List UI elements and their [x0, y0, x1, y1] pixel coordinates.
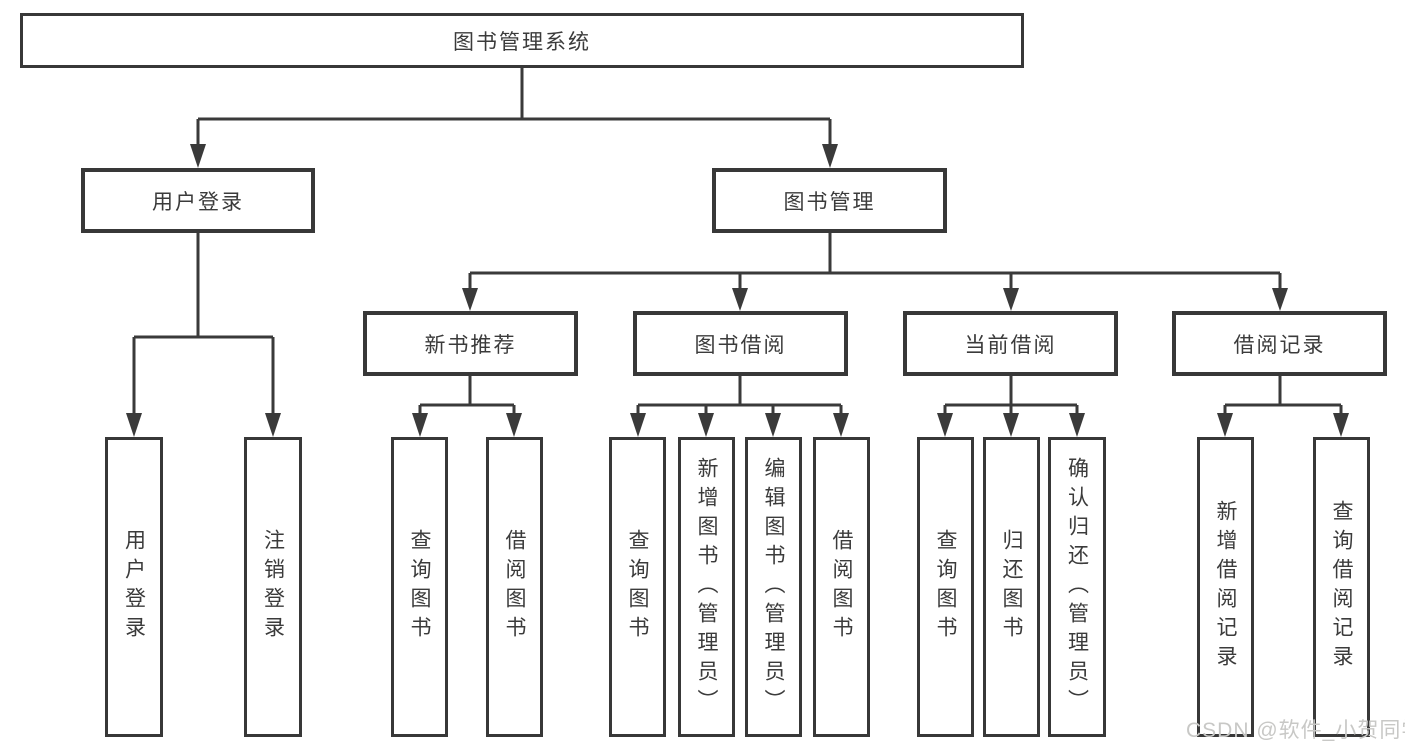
leaf-logout: 注销登录 [244, 437, 302, 737]
node-book-management: 图书管理 [712, 168, 947, 233]
leaf-query-book-1-label: 查询图书 [408, 529, 431, 645]
leaf-confirm-return-admin-label: 确认归还（管理员） [1065, 456, 1089, 718]
leaf-add-borrow-record: 新增借阅记录 [1197, 437, 1254, 737]
node-book-borrow-label: 图书借阅 [694, 333, 787, 357]
node-user-login: 用户登录 [81, 168, 315, 233]
leaf-query-book-3-label: 查询图书 [934, 529, 957, 645]
leaf-borrow-book-1: 借阅图书 [486, 437, 543, 737]
leaf-add-borrow-record-label: 新增借阅记录 [1214, 500, 1237, 674]
node-current-borrow: 当前借阅 [903, 311, 1118, 376]
leaf-borrow-book-2: 借阅图书 [813, 437, 870, 737]
leaf-confirm-return-admin: 确认归还（管理员） [1048, 437, 1106, 737]
node-borrow-records: 借阅记录 [1172, 311, 1387, 376]
arrowheads [126, 144, 1349, 437]
leaf-query-book-1: 查询图书 [391, 437, 448, 737]
leaf-logout-label: 注销登录 [261, 529, 285, 645]
node-root-system: 图书管理系统 [20, 13, 1024, 68]
leaf-return-book-label: 归还图书 [1000, 529, 1023, 645]
node-book-management-label: 图书管理 [783, 190, 876, 214]
leaf-edit-book-admin-label: 编辑图书（管理员） [762, 456, 785, 718]
leaf-add-book-admin: 新增图书（管理员） [678, 437, 735, 737]
leaf-query-borrow-record: 查询借阅记录 [1313, 437, 1370, 737]
csdn-watermark: CSDN @软件_小贺同学 [1186, 719, 1405, 742]
leaf-borrow-book-1-label: 借阅图书 [503, 529, 526, 645]
leaf-query-book-2: 查询图书 [609, 437, 666, 737]
node-root-label: 图书管理系统 [453, 30, 591, 54]
leaf-add-book-admin-label: 新增图书（管理员） [695, 456, 718, 718]
leaf-return-book: 归还图书 [983, 437, 1040, 737]
node-book-borrow: 图书借阅 [633, 311, 848, 376]
node-current-borrow-label: 当前借阅 [964, 333, 1057, 357]
leaf-query-borrow-record-label: 查询借阅记录 [1330, 500, 1353, 674]
leaf-user-login: 用户登录 [105, 437, 163, 737]
node-new-book-recommend-label: 新书推荐 [424, 333, 517, 357]
node-user-login-label: 用户登录 [152, 190, 244, 214]
leaf-query-book-2-label: 查询图书 [626, 529, 649, 645]
leaf-query-book-3: 查询图书 [917, 437, 974, 737]
leaf-user-login-label: 用户登录 [122, 529, 146, 645]
node-borrow-records-label: 借阅记录 [1233, 333, 1326, 357]
leaf-borrow-book-2-label: 借阅图书 [830, 529, 853, 645]
leaf-edit-book-admin: 编辑图书（管理员） [745, 437, 802, 737]
node-new-book-recommend: 新书推荐 [363, 311, 578, 376]
